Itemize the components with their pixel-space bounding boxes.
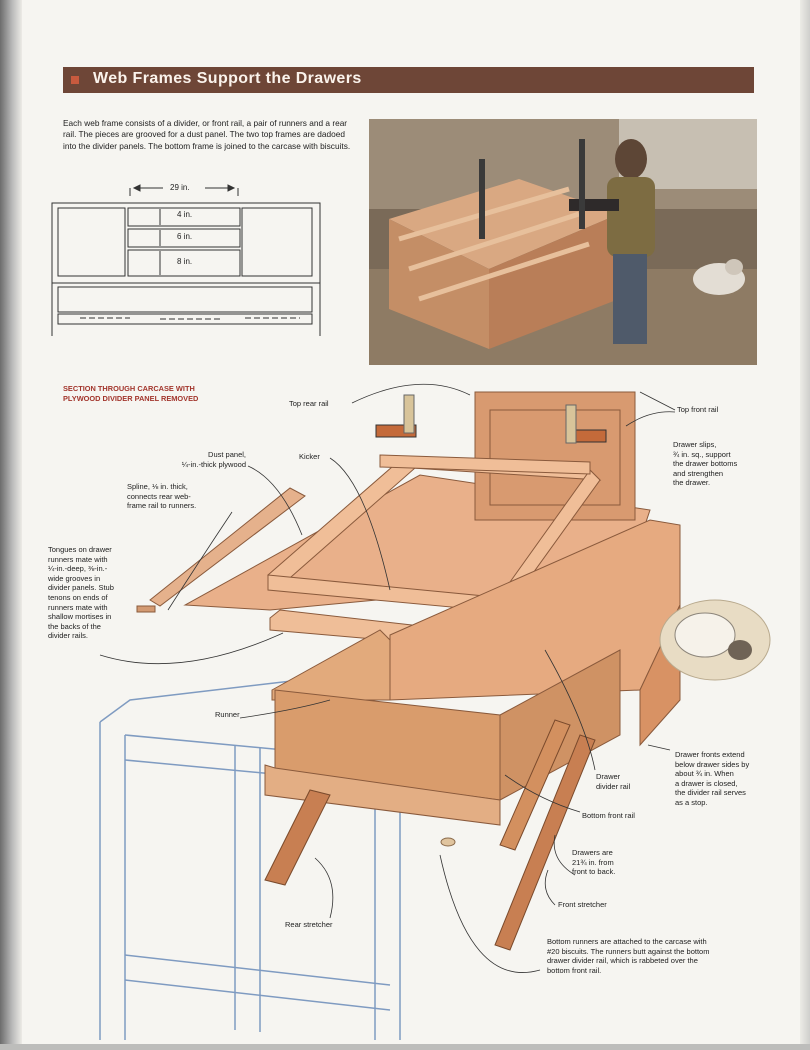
square-bullet-icon [71, 76, 79, 84]
label-top-front-rail: Top front rail [677, 405, 719, 414]
intro-paragraph: Each web frame consists of a divider, or… [63, 118, 351, 151]
workshop-photo [369, 119, 757, 365]
label-runner: Runner [215, 710, 240, 719]
label-spline: Spline, ⅛ in. thick, connects rear web- … [127, 482, 197, 511]
label-bottom-front-rail: Bottom front rail [582, 811, 635, 820]
label-tongues: Tongues on drawer runners mate with ¼-in… [48, 545, 114, 641]
page-bottom-edge [0, 1044, 810, 1050]
label-drawers-length: Drawers are 21¾ in. from front to back. [572, 848, 616, 877]
dimension-drawer-3: 8 in. [177, 257, 193, 266]
label-drawer-slips: Drawer slips, ¾ in. sq., support the dra… [673, 440, 738, 488]
label-kicker: Kicker [299, 452, 320, 461]
page-gutter-shadow [0, 0, 22, 1050]
page-title: Web Frames Support the Drawers [93, 70, 362, 87]
label-drawer-fronts: Drawer fronts extend below drawer sides … [675, 750, 750, 807]
label-front-stretcher: Front stretcher [558, 900, 607, 909]
label-bottom-runners: Bottom runners are attached to the carca… [547, 937, 710, 975]
dimension-drawer-1: 4 in. [177, 210, 193, 219]
front-view-diagram [51, 184, 321, 336]
label-dust-panel: Dust panel, ¼-in.-thick plywood [181, 450, 246, 469]
label-top-rear-rail: Top rear rail [289, 399, 329, 408]
dimension-width: 29 in. [170, 183, 190, 192]
section-title-bar: Web Frames Support the Drawers [63, 67, 754, 93]
dimension-drawer-2: 6 in. [177, 232, 193, 241]
label-rear-stretcher: Rear stretcher [285, 920, 333, 929]
label-drawer-divider-rail: Drawer divider rail [596, 772, 631, 791]
page-edge [800, 0, 810, 1050]
section-heading: SECTION THROUGH CARCASE WITH PLYWOOD DIV… [63, 384, 199, 403]
